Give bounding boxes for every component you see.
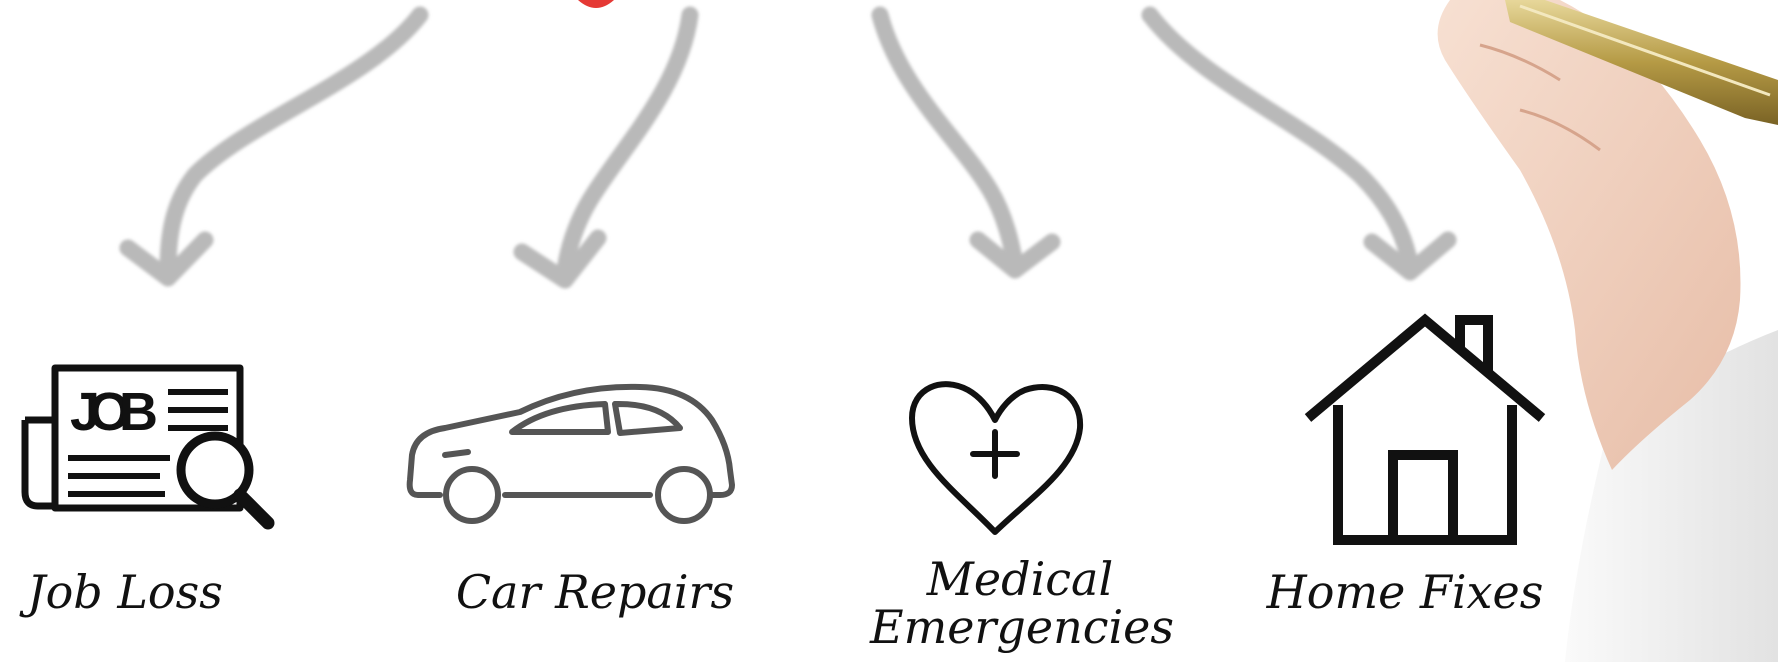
medical-heart-icon <box>912 384 1080 532</box>
label-medical-emergencies: Medical Emergencies <box>870 555 1170 652</box>
label-job-loss: Job Loss <box>20 568 230 616</box>
arrow-medical <box>880 15 1052 270</box>
job-icon-text: JOB <box>70 382 158 442</box>
arrow-job <box>128 15 420 278</box>
arrows <box>128 15 1448 280</box>
job-search-icon: JOB <box>25 368 268 523</box>
car-icon <box>410 387 732 521</box>
label-car-repairs: Car Repairs <box>450 568 740 616</box>
arrow-car <box>522 15 690 280</box>
label-home-fixes: Home Fixes <box>1265 568 1545 616</box>
arrow-home <box>1150 15 1448 272</box>
red-marker-partial <box>578 0 614 8</box>
house-icon <box>1308 320 1542 540</box>
